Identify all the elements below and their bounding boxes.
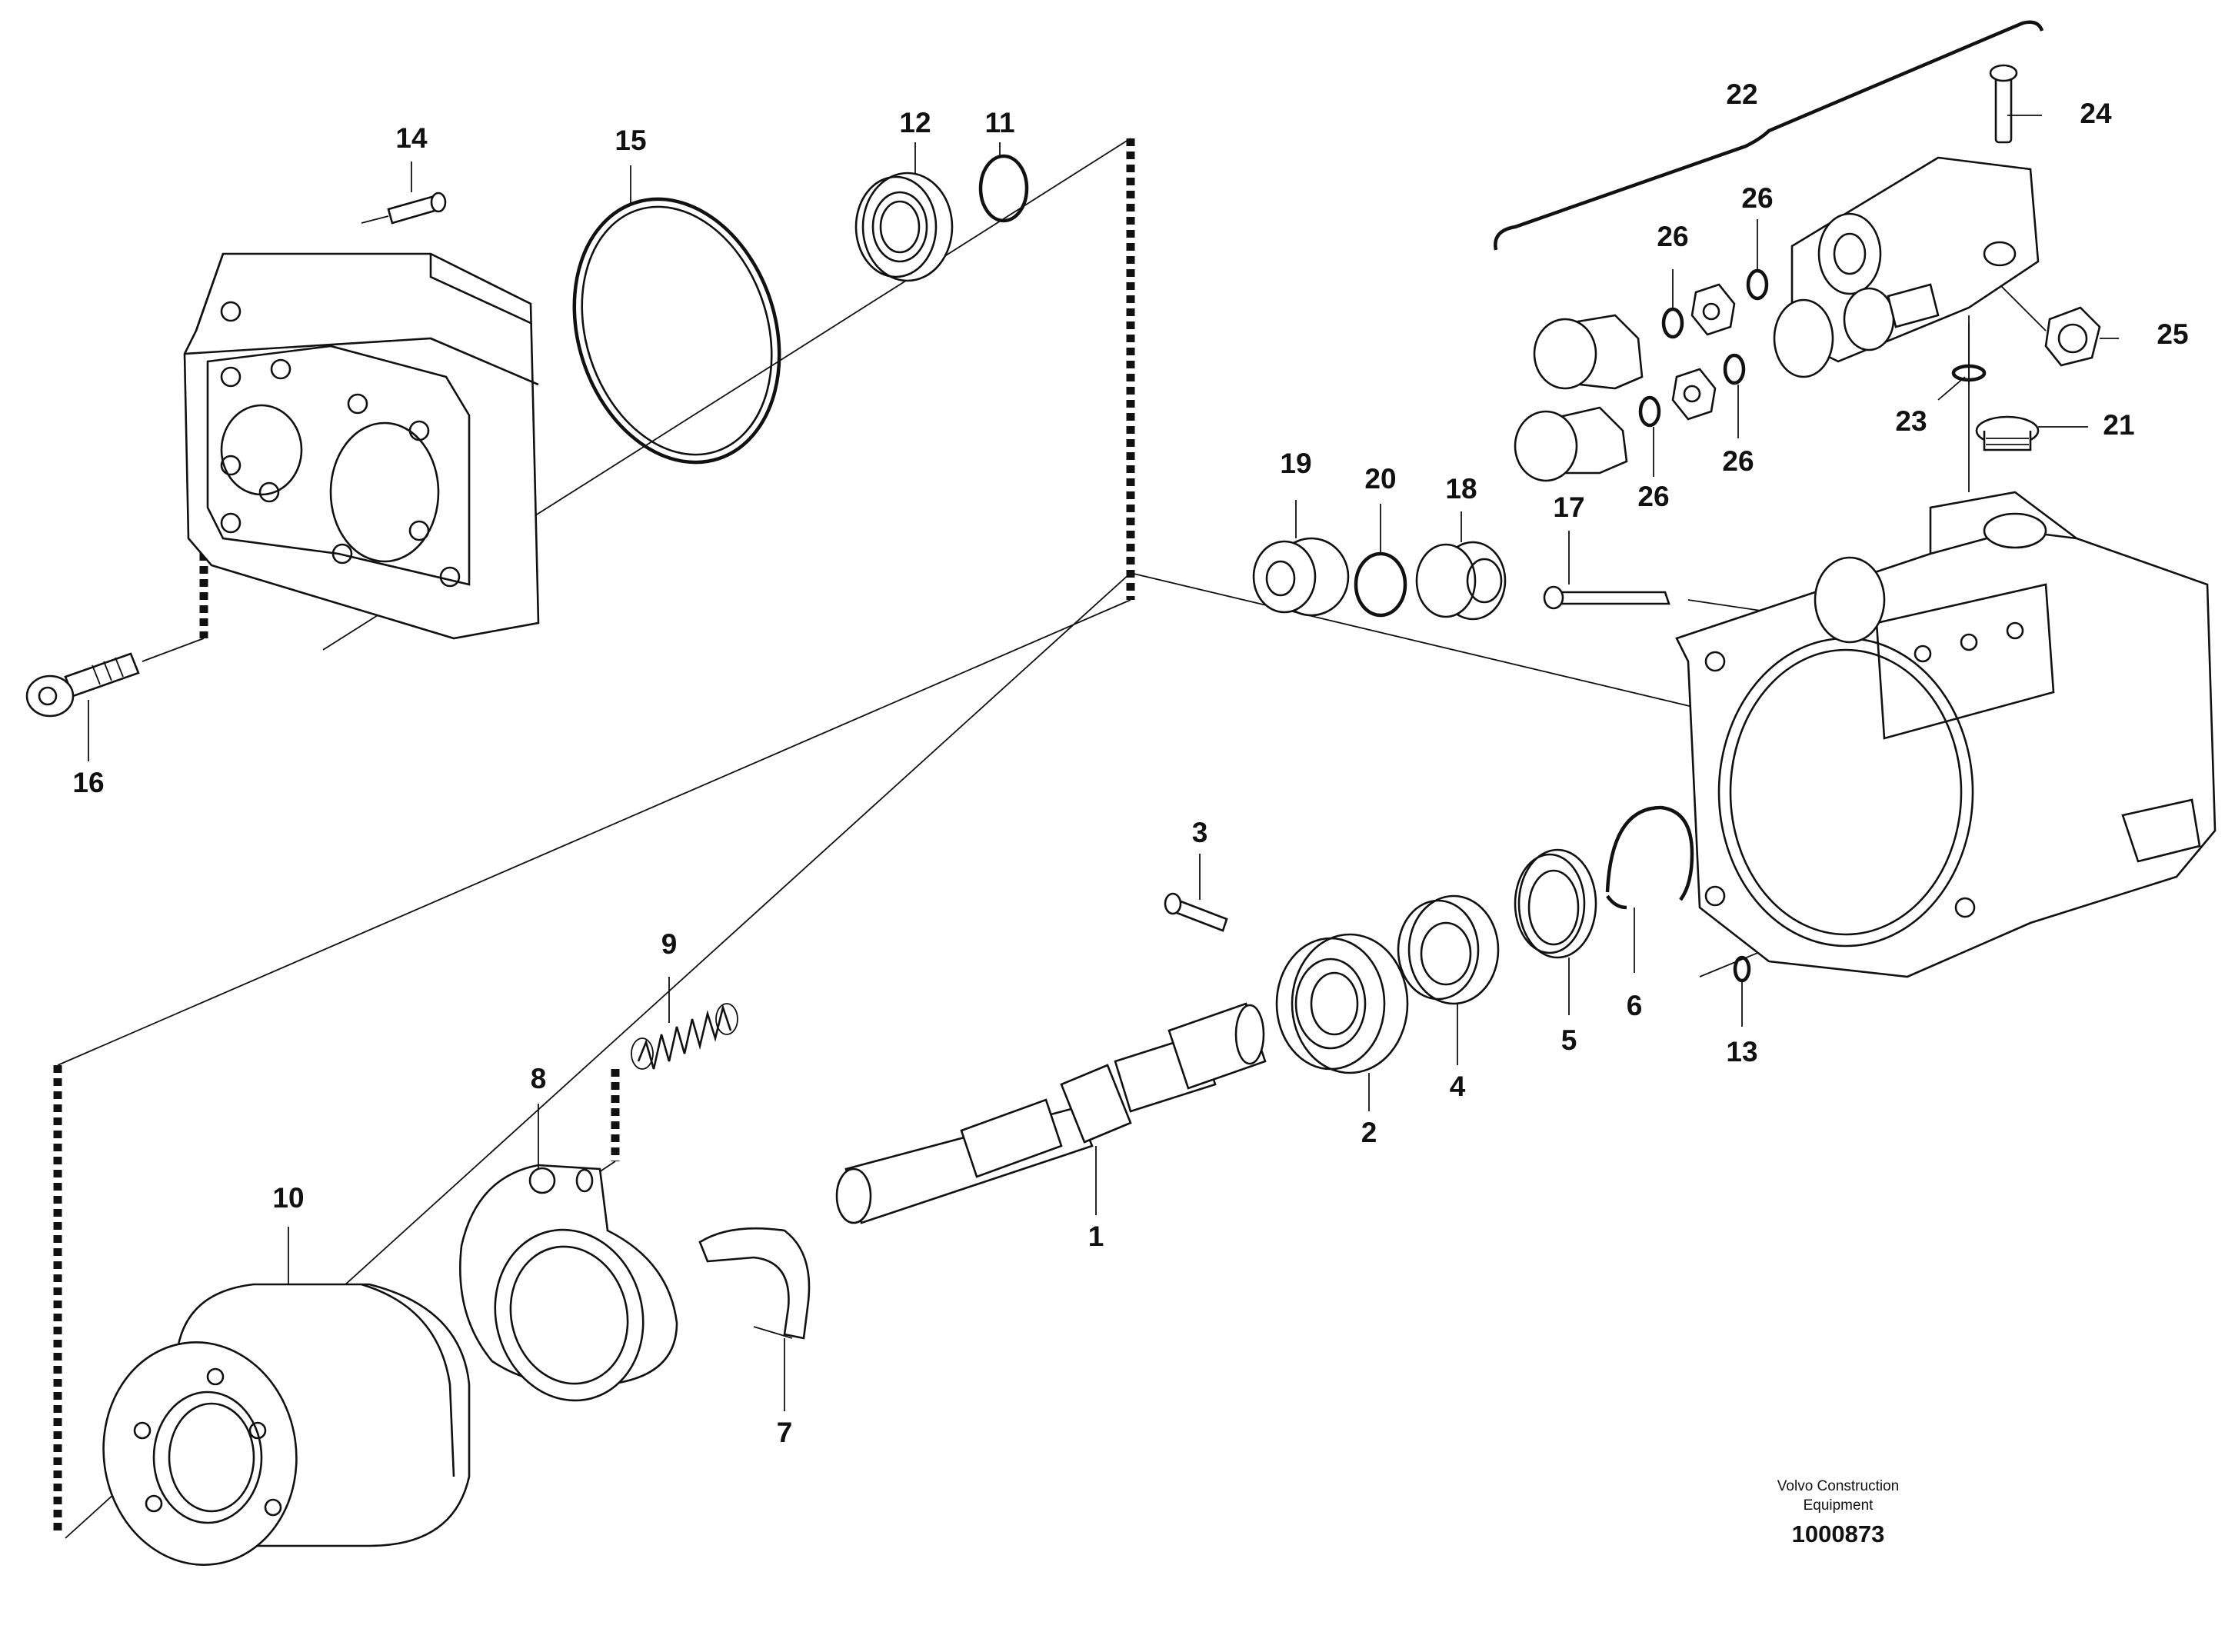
cap-screw-16	[25, 652, 140, 718]
label-7: 7	[777, 1417, 793, 1448]
label-16: 16	[72, 767, 104, 798]
bearing-2	[1275, 933, 1409, 1074]
label-24: 24	[2080, 98, 2112, 129]
spring-9	[631, 1003, 738, 1070]
label-26b: 26	[1741, 182, 1773, 214]
label-1: 1	[1088, 1221, 1104, 1252]
credit-line-1: Volvo Construction	[1777, 1478, 1899, 1494]
front-cover	[183, 252, 540, 640]
part-labels: 1 2 3 4 5 6 7 8 9 10 11 12 13 14 15 16 1…	[72, 78, 2188, 1448]
o-ring-13	[1733, 955, 1751, 983]
label-17: 17	[1553, 491, 1584, 523]
fittings-26	[1514, 268, 1769, 482]
label-12: 12	[899, 107, 931, 138]
label-2: 2	[1361, 1117, 1377, 1148]
valve-block-22	[1494, 20, 2044, 378]
label-18: 18	[1445, 473, 1477, 505]
publisher-credit: Volvo Construction Equipment 1000873	[1777, 1478, 1899, 1547]
seal-5	[1514, 848, 1597, 959]
label-9: 9	[661, 928, 678, 960]
leader-lines	[88, 115, 2119, 1411]
plug-25	[2044, 306, 2101, 367]
snap-ring-11	[978, 154, 1029, 223]
label-25: 25	[2157, 318, 2188, 350]
label-10: 10	[272, 1182, 304, 1214]
bearing-12	[854, 172, 954, 282]
retaining-ring-6	[1605, 805, 1694, 910]
label-5: 5	[1561, 1024, 1577, 1056]
document-number: 1000873	[1792, 1520, 1885, 1547]
credit-line-2: Equipment	[1804, 1497, 1874, 1514]
ring-23-plug-21	[1951, 364, 2040, 451]
screw-3	[1164, 892, 1228, 932]
screw-14	[361, 192, 447, 225]
seal-4	[1397, 894, 1500, 1005]
cylinder-10	[102, 1283, 471, 1566]
pump-housing	[1675, 491, 2217, 978]
cradle-8	[459, 1164, 678, 1402]
label-15: 15	[615, 125, 646, 156]
label-4: 4	[1450, 1071, 1466, 1102]
label-11: 11	[984, 107, 1014, 138]
label-6: 6	[1627, 990, 1643, 1021]
label-19: 19	[1280, 448, 1311, 479]
guide-7	[698, 1227, 811, 1340]
label-26c: 26	[1637, 481, 1669, 512]
label-20: 20	[1364, 463, 1396, 495]
label-22: 22	[1726, 78, 1757, 110]
drive-shaft-1	[835, 1002, 1267, 1224]
label-14: 14	[395, 122, 428, 154]
label-23: 23	[1895, 405, 1927, 437]
label-26a: 26	[1657, 221, 1688, 252]
label-13: 13	[1726, 1036, 1757, 1067]
parts-17-20	[1252, 537, 1670, 621]
o-ring-15	[572, 197, 781, 465]
label-21: 21	[2103, 409, 2134, 441]
label-3: 3	[1192, 817, 1208, 848]
label-8: 8	[531, 1063, 547, 1094]
label-26d: 26	[1722, 445, 1754, 477]
